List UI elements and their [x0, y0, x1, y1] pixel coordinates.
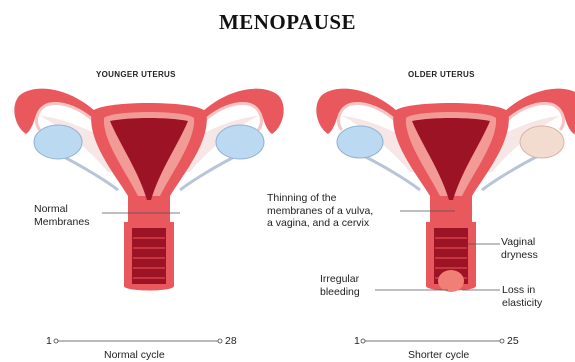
left-old-ovary-icon	[337, 126, 383, 158]
loss-elasticity-label: Loss in elasticity	[502, 284, 542, 309]
shorter-cycle-line	[361, 339, 504, 343]
bleeding-mark	[438, 270, 464, 292]
normal-cycle-end: 28	[225, 335, 237, 347]
right-ovary-icon	[216, 125, 264, 159]
right-old-ovary-icon	[520, 126, 564, 158]
normal-cycle-caption: Normal cycle	[104, 349, 165, 361]
vaginal-dryness-label: Vaginal dryness	[501, 236, 538, 261]
younger-uterus-illustration	[14, 89, 283, 291]
normal-cycle-start: 1	[46, 335, 52, 347]
older-uterus-label: OLDER UTERUS	[408, 70, 475, 79]
shorter-cycle-end: 25	[507, 335, 519, 347]
shorter-cycle-start: 1	[354, 335, 360, 347]
left-ovary-icon	[34, 125, 82, 159]
older-uterus-illustration	[316, 89, 575, 292]
younger-uterus-label: YOUNGER UTERUS	[96, 70, 176, 79]
normal-membranes-label: Normal Membranes	[34, 203, 89, 228]
normal-cycle-line	[54, 339, 222, 343]
thinning-label: Thinning of the membranes of a vulva, a …	[267, 192, 373, 230]
irregular-bleeding-label: Irregular bleeding	[320, 273, 360, 298]
shorter-cycle-caption: Shorter cycle	[408, 349, 469, 361]
